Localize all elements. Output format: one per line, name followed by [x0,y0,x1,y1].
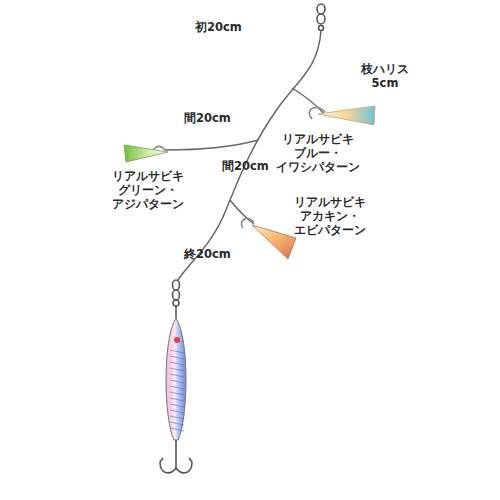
lure-name: リアルサビキ グリーン・ アジパターン [112,170,184,211]
line-length: 終20cm [184,248,231,262]
lure-name: リアルサビキ アカキン・エビパターン [294,196,366,237]
line-length: 間20cm [222,160,269,174]
lure-name: リアルサビキ ブルー・イワシパターン [276,133,360,174]
dropper-length: 枝ハリス 5cm [361,63,409,91]
line-length: 間20cm [184,112,231,126]
line-length: 初20cm [195,21,242,35]
